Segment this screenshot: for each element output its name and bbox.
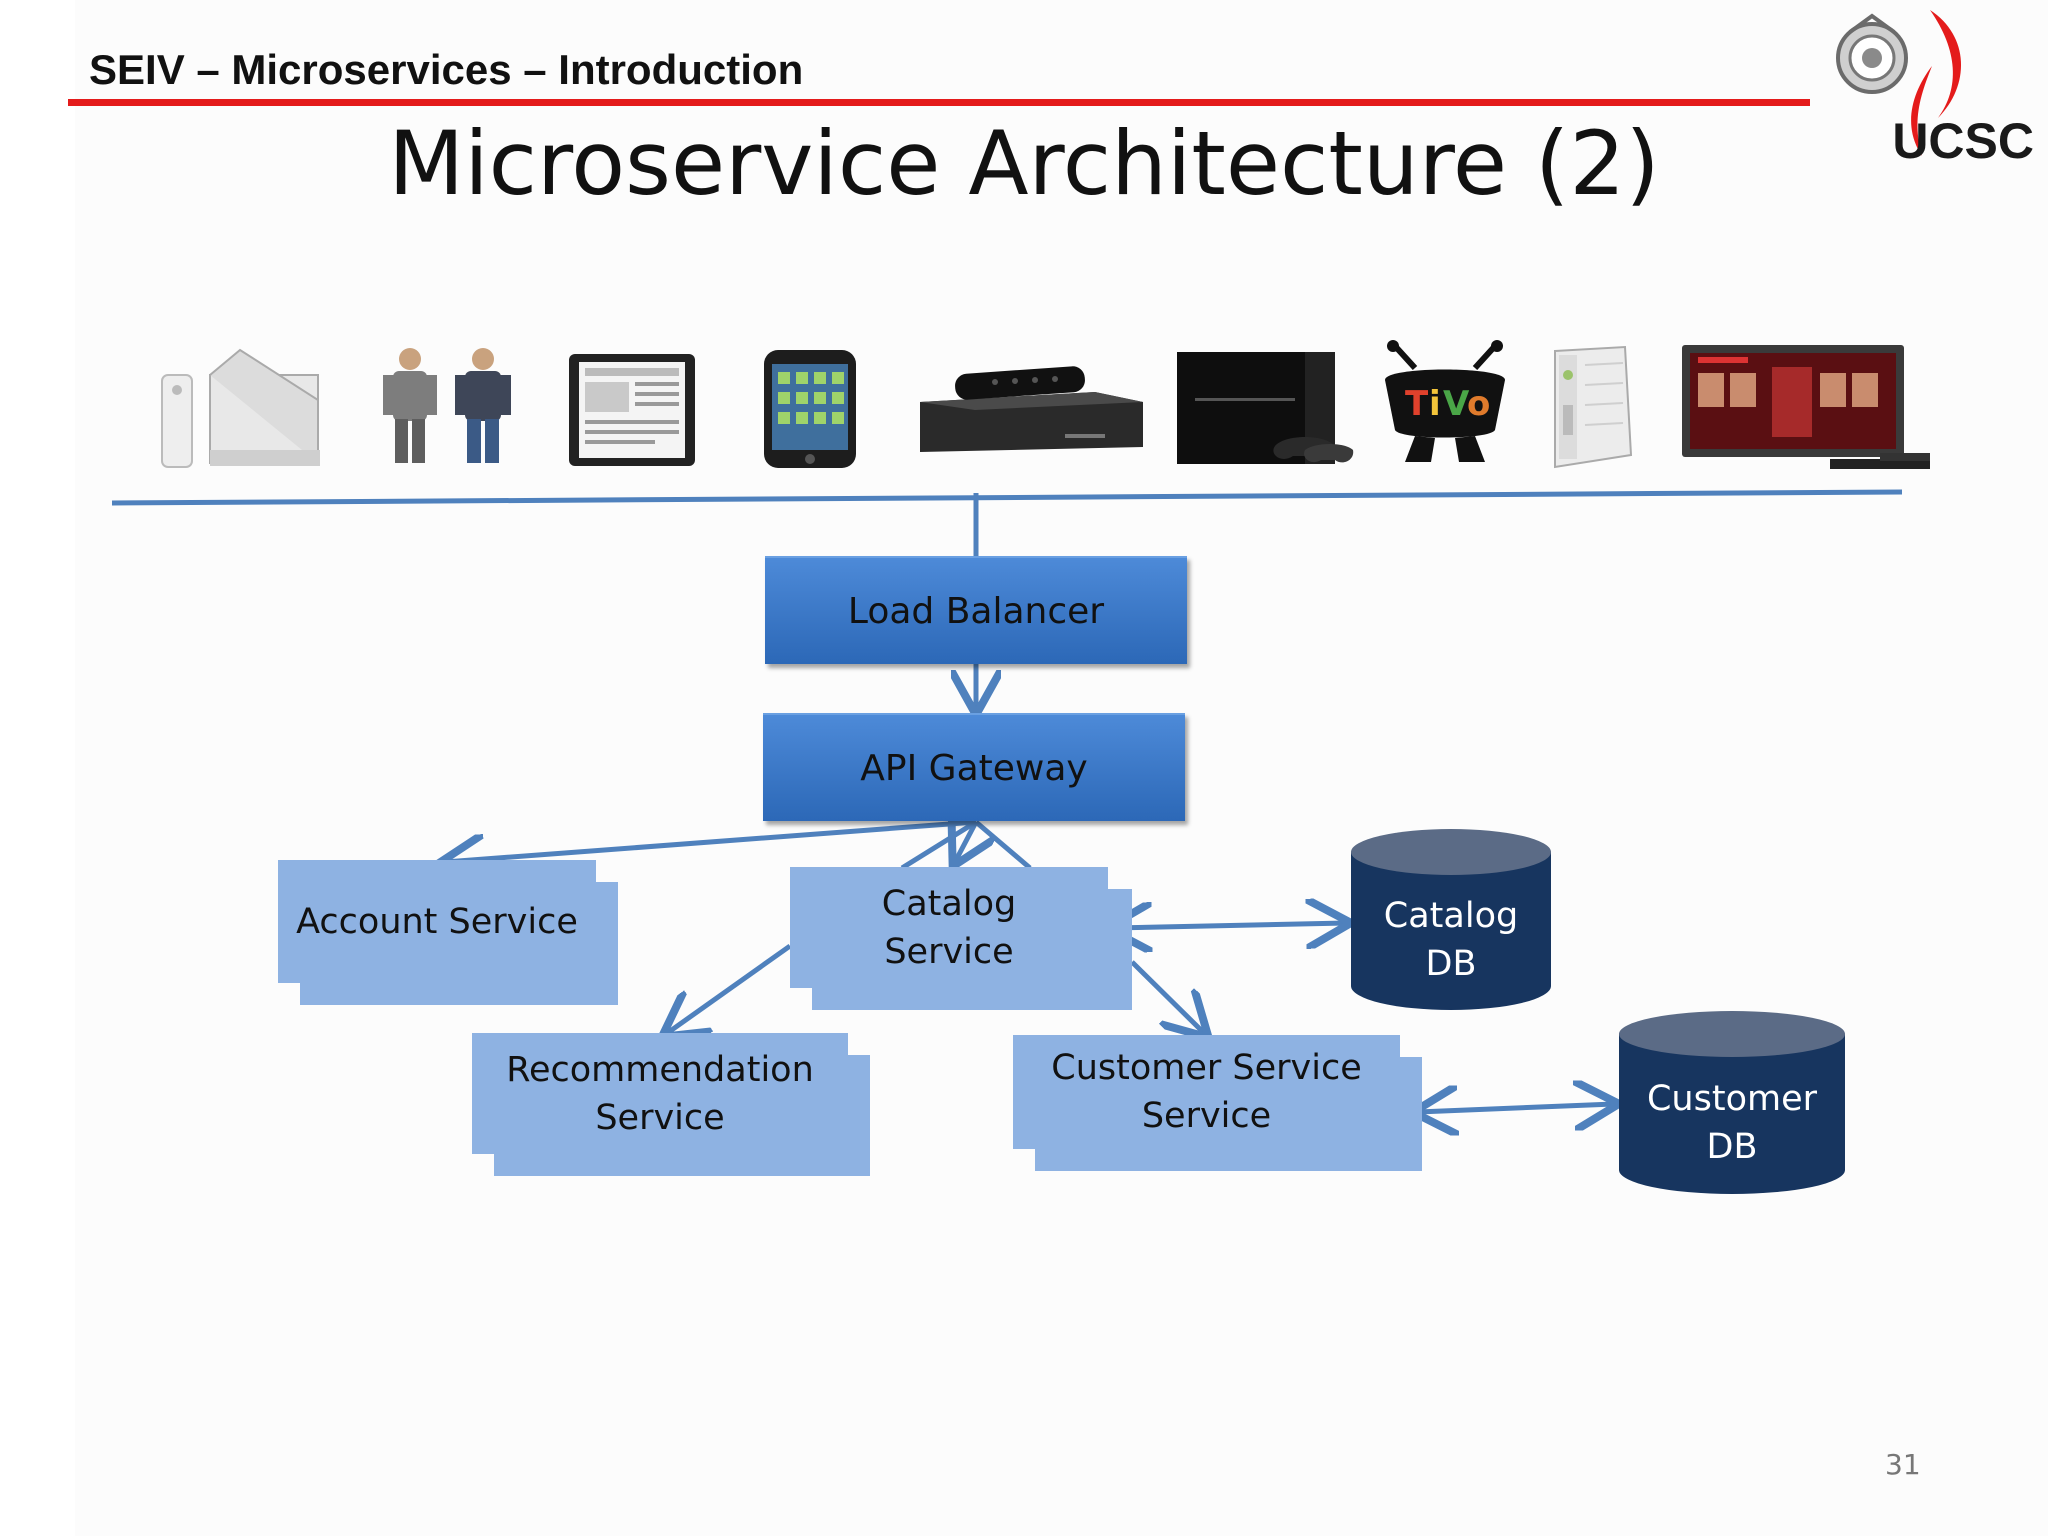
catalog-db-label-line1: Catalog bbox=[1383, 896, 1519, 936]
catalog-db-label-line2: DB bbox=[1425, 944, 1477, 984]
logo-text: UCSC bbox=[1892, 113, 2034, 166]
catalog-service-box: Catalog Service bbox=[790, 867, 1132, 1010]
roku-set-top-box-icon bbox=[915, 362, 1145, 457]
load-balancer-box: Load Balancer bbox=[765, 556, 1187, 664]
api-gateway-box: API Gateway bbox=[763, 713, 1185, 821]
page-number: 31 bbox=[1885, 1448, 1921, 1481]
customer-service-customer-db-arrow bbox=[1418, 1104, 1614, 1112]
smart-tv-icon bbox=[1680, 343, 1940, 473]
catalog-service-catalog-db-arrow bbox=[1112, 923, 1346, 928]
customer-db-label-line2: DB bbox=[1706, 1127, 1758, 1167]
catalog-db-cylinder: Catalog DB bbox=[1350, 828, 1552, 1012]
svg-text:o: o bbox=[1467, 384, 1490, 424]
recommendation-service-label-line2: Service bbox=[595, 1097, 725, 1138]
catalog-service-label-line1: Catalog bbox=[881, 883, 1017, 924]
device-bus-line bbox=[111, 489, 1903, 506]
slide-title: Microservice Architecture (2) bbox=[388, 112, 1660, 215]
header-divider bbox=[68, 99, 1810, 106]
gateway-branch-left bbox=[900, 819, 978, 871]
tivo-logo-icon: T i V o bbox=[1375, 340, 1515, 470]
ucsc-logo: UCSC bbox=[1820, 6, 2040, 169]
customer-service-box: Customer Service Service bbox=[1013, 1035, 1422, 1171]
svg-text:T: T bbox=[1405, 384, 1429, 424]
smartphone-icon bbox=[760, 348, 860, 470]
svg-text:V: V bbox=[1443, 384, 1470, 424]
account-service-box: Account Service bbox=[278, 860, 618, 1005]
catalog-service-label-line2: Service bbox=[884, 931, 1014, 972]
customer-service-label-line1: Customer Service bbox=[1051, 1048, 1362, 1088]
gateway-branch-right bbox=[974, 820, 1032, 870]
customer-service-label-line2: Service bbox=[1141, 1096, 1272, 1136]
load-balancer-label: Load Balancer bbox=[847, 590, 1105, 632]
xbox-console-icon bbox=[1545, 345, 1635, 470]
playstation-console-icon bbox=[1175, 350, 1355, 470]
wii-console-icon bbox=[150, 345, 330, 470]
svg-text:i: i bbox=[1429, 384, 1441, 424]
recommendation-service-box: Recommendation Service bbox=[472, 1033, 870, 1176]
gateway-to-catalog-arrow bbox=[955, 822, 976, 862]
people-icon bbox=[365, 345, 525, 470]
tablet-icon bbox=[565, 350, 700, 472]
recommendation-service-label-line1: Recommendation bbox=[506, 1049, 814, 1090]
api-gateway-label: API Gateway bbox=[860, 747, 1088, 789]
catalog-to-customer-service-arrow bbox=[1130, 960, 1205, 1034]
gateway-to-account-arrow bbox=[445, 819, 977, 862]
slide-header: SEIV – Microservices – Introduction bbox=[89, 46, 804, 93]
customer-db-cylinder: Customer DB bbox=[1618, 1010, 1846, 1195]
catalog-to-recommendation-arrow bbox=[666, 943, 792, 1034]
account-service-label: Account Service bbox=[296, 901, 578, 942]
customer-db-label-line1: Customer bbox=[1646, 1079, 1817, 1119]
